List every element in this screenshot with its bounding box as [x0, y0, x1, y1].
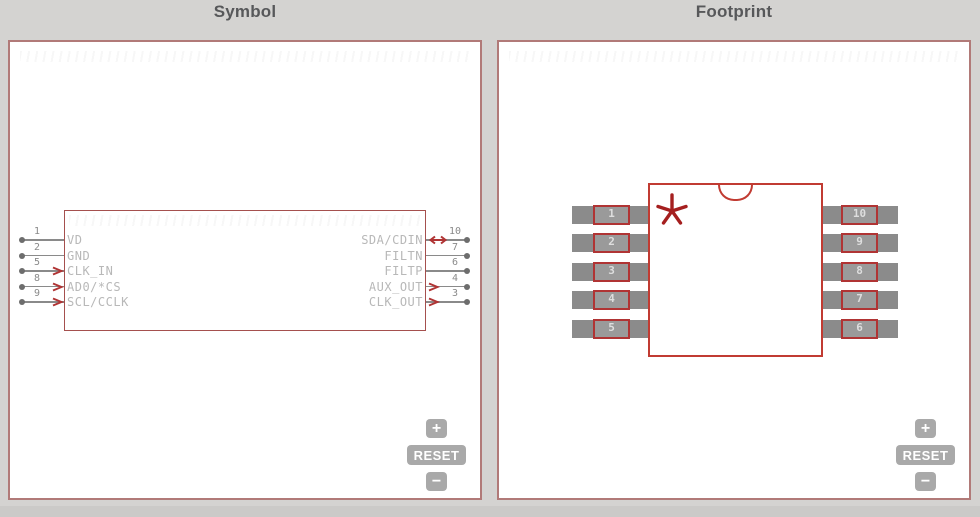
pin-label: AUX_OUT: [368, 279, 423, 294]
pad-number: 6: [841, 319, 878, 339]
zoom-in-button[interactable]: +: [426, 419, 447, 438]
pin-number: 3: [451, 288, 459, 299]
bottom-strip: [0, 506, 980, 517]
pin-wire: [22, 285, 64, 288]
pad-number: 1: [593, 205, 630, 225]
zoom-out-button[interactable]: −: [426, 472, 447, 491]
symbol-body-outline: [64, 210, 426, 331]
pin-wire: [426, 254, 468, 257]
pin-wire: [22, 301, 64, 303]
pin-direction-arrow-icon: [52, 297, 64, 307]
footprint-preview-canvas[interactable]: 1 2 3 4 5 10 9 8 7 6 + RESET −: [497, 40, 971, 500]
pin-endpoint: [464, 299, 470, 305]
pin-label: AD0/*CS: [67, 279, 122, 294]
pad-number: 7: [841, 290, 878, 310]
pin-number: 9: [33, 288, 41, 299]
pin-endpoint: [464, 237, 470, 243]
zoom-reset-button[interactable]: RESET: [407, 445, 466, 465]
zoom-reset-button[interactable]: RESET: [896, 445, 955, 465]
pin-wire: [22, 254, 64, 257]
pin1-marker-asterisk-icon: [656, 193, 688, 225]
pin-direction-arrow-icon: [52, 282, 64, 291]
pad-number: 4: [593, 290, 630, 310]
pad-number: 3: [593, 262, 630, 282]
pad-number: 5: [593, 319, 630, 339]
pin-endpoint: [19, 268, 25, 274]
footprint-zoom-controls: + RESET −: [896, 419, 955, 491]
pin-endpoint: [19, 299, 25, 305]
pin-label: FILTP: [384, 264, 423, 278]
pin-number: 5: [33, 257, 41, 268]
pin-number: 7: [451, 241, 459, 253]
zoom-in-button[interactable]: +: [915, 419, 936, 438]
pin-label: SDA/CDIN: [361, 233, 423, 247]
pin-wire: [426, 301, 468, 303]
pin-wire: [426, 285, 468, 288]
pin-number: 4: [451, 272, 459, 284]
symbol-zoom-controls: + RESET −: [407, 419, 466, 491]
pin-wire: [22, 239, 64, 241]
pin-endpoint: [19, 283, 25, 290]
pin-wire: [426, 270, 468, 272]
watermark-band: [20, 51, 470, 62]
pin-direction-arrow-icon: [428, 297, 440, 307]
zoom-out-button[interactable]: −: [915, 472, 936, 491]
pin-wire: [22, 270, 64, 272]
pin-endpoint: [19, 237, 25, 243]
pin-number: 10: [448, 226, 462, 237]
pin-label: SCL/CCLK: [67, 295, 129, 309]
footprint-body-outline: [648, 183, 823, 357]
pin-endpoint: [464, 268, 470, 274]
pin-label: CLK_OUT: [368, 295, 423, 309]
pin-label: GND: [67, 248, 91, 263]
pin-number: 1: [33, 226, 41, 237]
pad-number: 8: [841, 262, 878, 282]
pin-number: 8: [33, 272, 41, 284]
footprint-panel-title: Footprint: [695, 2, 773, 21]
pin-number: 6: [451, 257, 459, 268]
pin-direction-arrow-icon: [428, 282, 440, 291]
pad-number: 10: [841, 205, 878, 225]
pad-number: 9: [841, 233, 878, 253]
pin-label: VD: [67, 233, 83, 247]
pin-label: FILTN: [384, 248, 423, 263]
pin-direction-arrow-icon: [52, 266, 64, 276]
pin-number: 2: [33, 241, 41, 253]
pin-label: CLK_IN: [67, 264, 114, 278]
pad-number: 2: [593, 233, 630, 253]
pin-endpoint: [464, 252, 470, 259]
bidirectional-arrow-icon: [428, 235, 448, 245]
watermark-band: [509, 51, 959, 62]
symbol-panel-title: Symbol: [213, 2, 277, 21]
watermark-band: [69, 215, 421, 226]
pin-endpoint: [19, 252, 25, 259]
pin-endpoint: [464, 283, 470, 290]
